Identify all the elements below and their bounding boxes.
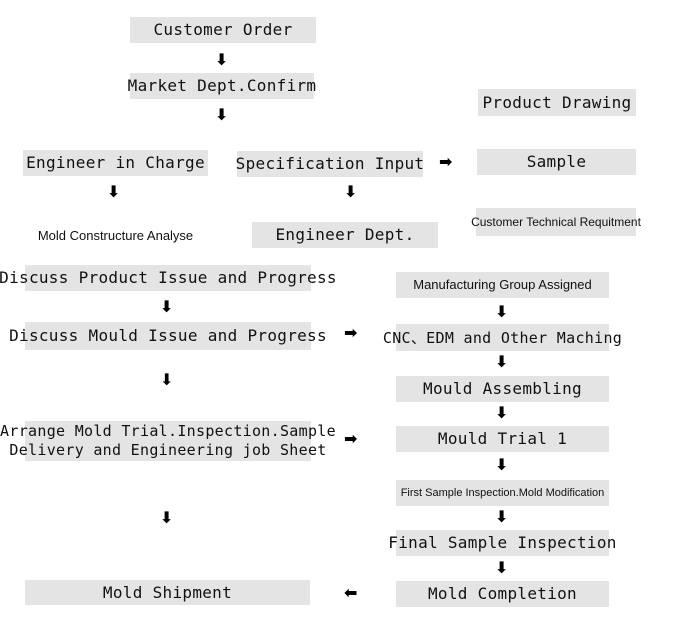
- engineer-in-charge-node: Engineer in Charge: [23, 150, 208, 176]
- arrow-down-icon: ⬇: [495, 403, 509, 422]
- customer-order-node: Customer Order: [130, 17, 316, 43]
- arrow-down-icon: ⬇: [495, 455, 509, 474]
- arrow-down-icon: ⬇: [160, 297, 174, 316]
- arrow-down-icon: ⬇: [160, 508, 174, 527]
- cnc-edm-node: CNC、EDM and Other Maching: [383, 324, 622, 351]
- mould-assembling-node: Mould Assembling: [396, 376, 609, 402]
- engineer-dept-node: Engineer Dept.: [252, 222, 438, 248]
- arrange-line-1: Arrange Mold Trial.Inspection.Sample: [0, 422, 336, 440]
- discuss-product-node: Discuss Product Issue and Progress: [0, 265, 337, 291]
- arrow-down-icon: ⬇: [215, 50, 229, 69]
- arrange-line-2: Delivery and Engineering job Sheet: [9, 441, 327, 459]
- arrow-left-icon: ⬅: [344, 583, 358, 602]
- arrow-down-icon: ⬇: [495, 352, 509, 371]
- first-sample-node: First Sample Inspection.Mold Modificatio…: [396, 480, 609, 506]
- customer-technical-node: Customer Technical Requitment: [471, 208, 641, 236]
- mould-trial-node: Mould Trial 1: [396, 426, 609, 452]
- arrow-down-icon: ⬇: [344, 182, 358, 201]
- arrow-down-icon: ⬇: [495, 302, 509, 321]
- sample-node: Sample: [477, 149, 636, 175]
- mold-completion-node: Mold Completion: [396, 581, 609, 607]
- arrow-right-icon: ➡: [344, 323, 358, 342]
- arrow-down-icon: ⬇: [495, 558, 509, 577]
- arrow-right-icon: ➡: [344, 429, 358, 448]
- arrange-mold-trial-node: Arrange Mold Trial.Inspection.Sample Del…: [0, 421, 336, 461]
- manufacturing-group-node: Manufacturing Group Assigned: [396, 272, 609, 298]
- arrow-down-icon: ⬇: [495, 507, 509, 526]
- market-confirm-node: Market Dept.Confirm: [128, 73, 316, 99]
- discuss-mould-node: Discuss Mould Issue and Progress: [9, 322, 327, 350]
- arrow-down-icon: ⬇: [107, 182, 121, 201]
- mold-shipment-node: Mold Shipment: [25, 580, 310, 605]
- mold-constructure-node: Mold Constructure Analyse: [23, 223, 208, 249]
- specification-input-node: Specification Input: [236, 151, 424, 177]
- product-drawing-node: Product Drawing: [478, 89, 636, 116]
- arrow-down-icon: ⬇: [160, 370, 174, 389]
- arrow-down-icon: ⬇: [215, 105, 229, 124]
- final-sample-node: Final Sample Inspection: [388, 530, 616, 556]
- arrow-right-icon: ➡: [439, 152, 453, 171]
